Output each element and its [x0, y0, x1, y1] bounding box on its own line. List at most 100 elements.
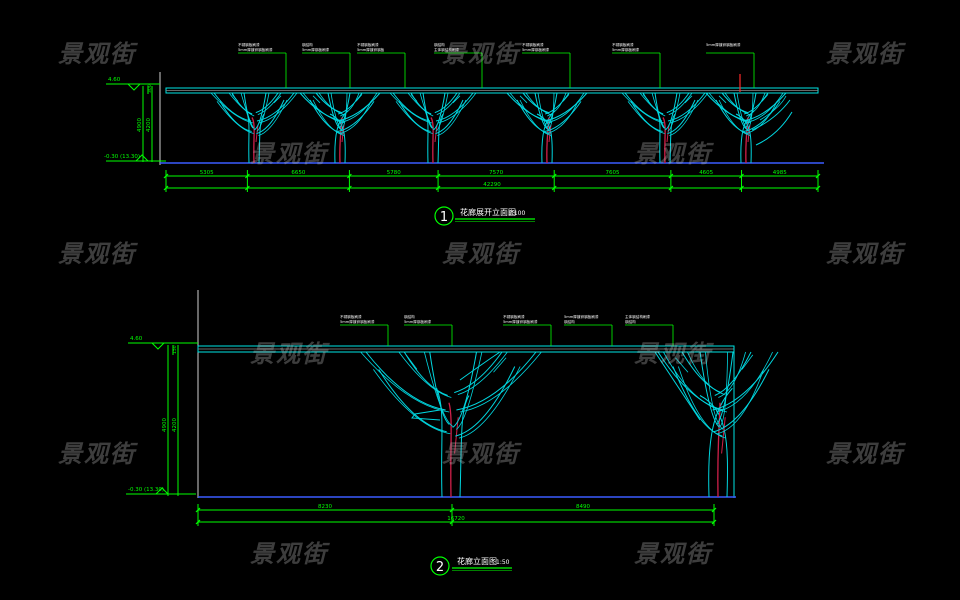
watermark: 景观街 — [250, 340, 328, 368]
elevation-top-label-2: 4.60 — [130, 336, 143, 342]
vertical-dimension-1 — [142, 86, 153, 162]
dimension-segment-label: 8490 — [576, 504, 590, 510]
tree-column — [705, 92, 787, 164]
watermark: 景观街 — [442, 440, 520, 468]
elevation-top-label-1: 4.60 — [108, 77, 121, 83]
tree-column — [299, 92, 381, 164]
annotation-text: 5mm厚镀锌钢板 — [357, 47, 385, 52]
elevation-2: 4.60 -0.30 (13.30) 4900 4200 150 不锈钢板刷漆5… — [126, 290, 779, 576]
annotation-text: 不锈钢板刷漆 — [357, 42, 379, 47]
dimension-segment-label: 5780 — [387, 170, 401, 176]
annotation-text: 5mm厚钢板刷漆 — [302, 47, 330, 52]
annotation-text: 钢结构 — [625, 319, 636, 324]
pergola-beam-1 — [165, 87, 819, 94]
annotation-text: 不锈钢板刷漆 — [612, 42, 634, 47]
watermark: 景观街 — [58, 240, 136, 268]
watermark: 景观街 — [58, 440, 136, 468]
horizontal-dimension-1: 5305 6650 5780 7570 7605 4605 4985 42290 — [163, 170, 821, 192]
drawing-number-2: 2 — [436, 560, 444, 575]
pergola-beam-2 — [197, 345, 735, 498]
annotation-text: 钢结构 — [434, 42, 445, 47]
tree-columns-1 — [210, 74, 793, 164]
tree-column — [621, 92, 709, 164]
annotation-text: 不锈钢板刷漆 — [340, 314, 362, 319]
watermark: 景观街 — [634, 140, 712, 168]
watermark: 景观街 — [634, 340, 712, 368]
annotation-text: 5mm厚钢板刷漆 — [404, 319, 432, 324]
annotation-text: 5mm厚镀锌钢板刷漆 — [238, 47, 273, 52]
elevation-top-marker-1: 4.60 — [106, 77, 160, 91]
annotation-text: 5mm厚镀锌钢板刷漆 — [340, 319, 375, 324]
dimension-segment-label: 4985 — [773, 170, 787, 176]
dimension-segment-label: 7605 — [606, 170, 620, 176]
drawing-title-text-2: 花廊立面图 — [457, 556, 497, 566]
elevation-1: 4.60 -0.30 (13.30) 4900 4200 300 不锈钢板刷漆5… — [104, 42, 824, 226]
watermark: 景观街 — [826, 40, 904, 68]
annotation-text: 5mm厚钢板刷漆 — [612, 47, 640, 52]
dimension-segment-label: 4605 — [699, 170, 713, 176]
annotation-text: 5mm厚镀锌钢板刷漆 — [706, 42, 741, 47]
annotation-text: 主体钢结构刷漆 — [625, 314, 651, 319]
beam-height-label-1: 300 — [147, 84, 153, 93]
annotation-text: 5mm厚镀锌钢板刷漆 — [503, 319, 538, 324]
watermark: 景观街 — [826, 240, 904, 268]
annotation-text: 钢结构 — [564, 319, 575, 324]
annotation-callout: 5mm厚镀锌钢板刷漆 — [706, 42, 755, 88]
vertical-dimension-2 — [167, 345, 179, 496]
tree-columns-2 — [360, 351, 779, 498]
annotation-text: 钢结构 — [302, 42, 313, 47]
annotation-leaders-1: 不锈钢板刷漆5mm厚镀锌钢板刷漆钢结构5mm厚钢板刷漆不锈钢板刷漆5mm厚镀锌钢… — [238, 42, 755, 88]
elevation-top-marker-2: 4.60 — [128, 336, 198, 350]
watermark: 景观街 — [634, 540, 712, 568]
watermark: 景观街 — [250, 540, 328, 568]
elevation-ground-marker-1: -0.30 (13.30) — [104, 154, 166, 162]
annotation-text: 不锈钢板刷漆 — [522, 42, 544, 47]
annotation-leaders-2: 不锈钢板刷漆5mm厚镀锌钢板刷漆钢结构5mm厚钢板刷漆不锈钢板刷漆5mm厚镀锌钢… — [340, 314, 674, 346]
drawing-number-1: 1 — [440, 210, 448, 225]
watermark: 景观街 — [442, 40, 520, 68]
total-length-label-2: 16720 — [447, 516, 465, 522]
drawing-title-text-1: 花廊展开立面图 — [460, 207, 516, 217]
annotation-text: 5mm厚钢板刷漆 — [522, 47, 550, 52]
tree-column — [389, 92, 477, 164]
watermark: 景观街 — [826, 440, 904, 468]
drawing-title-2: 2 花廊立面图 1:50 — [430, 556, 512, 576]
annotation-text: 不锈钢板刷漆 — [503, 314, 525, 319]
total-length-label-1: 42290 — [483, 182, 501, 188]
beam-height-label-2: 150 — [172, 345, 178, 354]
annotation-text: 主体钢结构刷漆 — [434, 47, 460, 52]
height-a-label-2: 4900 — [162, 418, 168, 432]
tree-column — [210, 92, 298, 164]
watermark: 景观街 — [250, 140, 328, 168]
tree-column — [506, 92, 588, 164]
drawing-scale-1: 1:100 — [508, 210, 525, 217]
annotation-text: 不锈钢板刷漆 — [238, 42, 260, 47]
dimension-segment-label: 8230 — [318, 504, 332, 510]
horizontal-dimension-2: 8230 8490 16720 — [195, 504, 717, 526]
height-b-label-2: 4200 — [172, 418, 178, 432]
annotation-text: 5mm厚镀锌钢板刷漆 — [564, 314, 599, 319]
dimension-segment-label: 5305 — [200, 170, 214, 176]
height-a-label-1: 4900 — [137, 118, 143, 132]
watermark: 景观街 — [58, 40, 136, 68]
dimension-segment-label: 6650 — [291, 170, 305, 176]
drawing-title-1: 1 花廊展开立面图 1:100 — [434, 206, 535, 226]
elevation-ground-label-2: -0.30 (13.30) — [128, 487, 164, 493]
elevation-ground-marker-2: -0.30 (13.30) — [126, 487, 196, 495]
annotation-text: 钢结构 — [404, 314, 415, 319]
height-b-label-1: 4200 — [146, 118, 152, 132]
dimension-segment-label: 7570 — [489, 170, 503, 176]
drawing-scale-2: 1:50 — [496, 559, 510, 566]
